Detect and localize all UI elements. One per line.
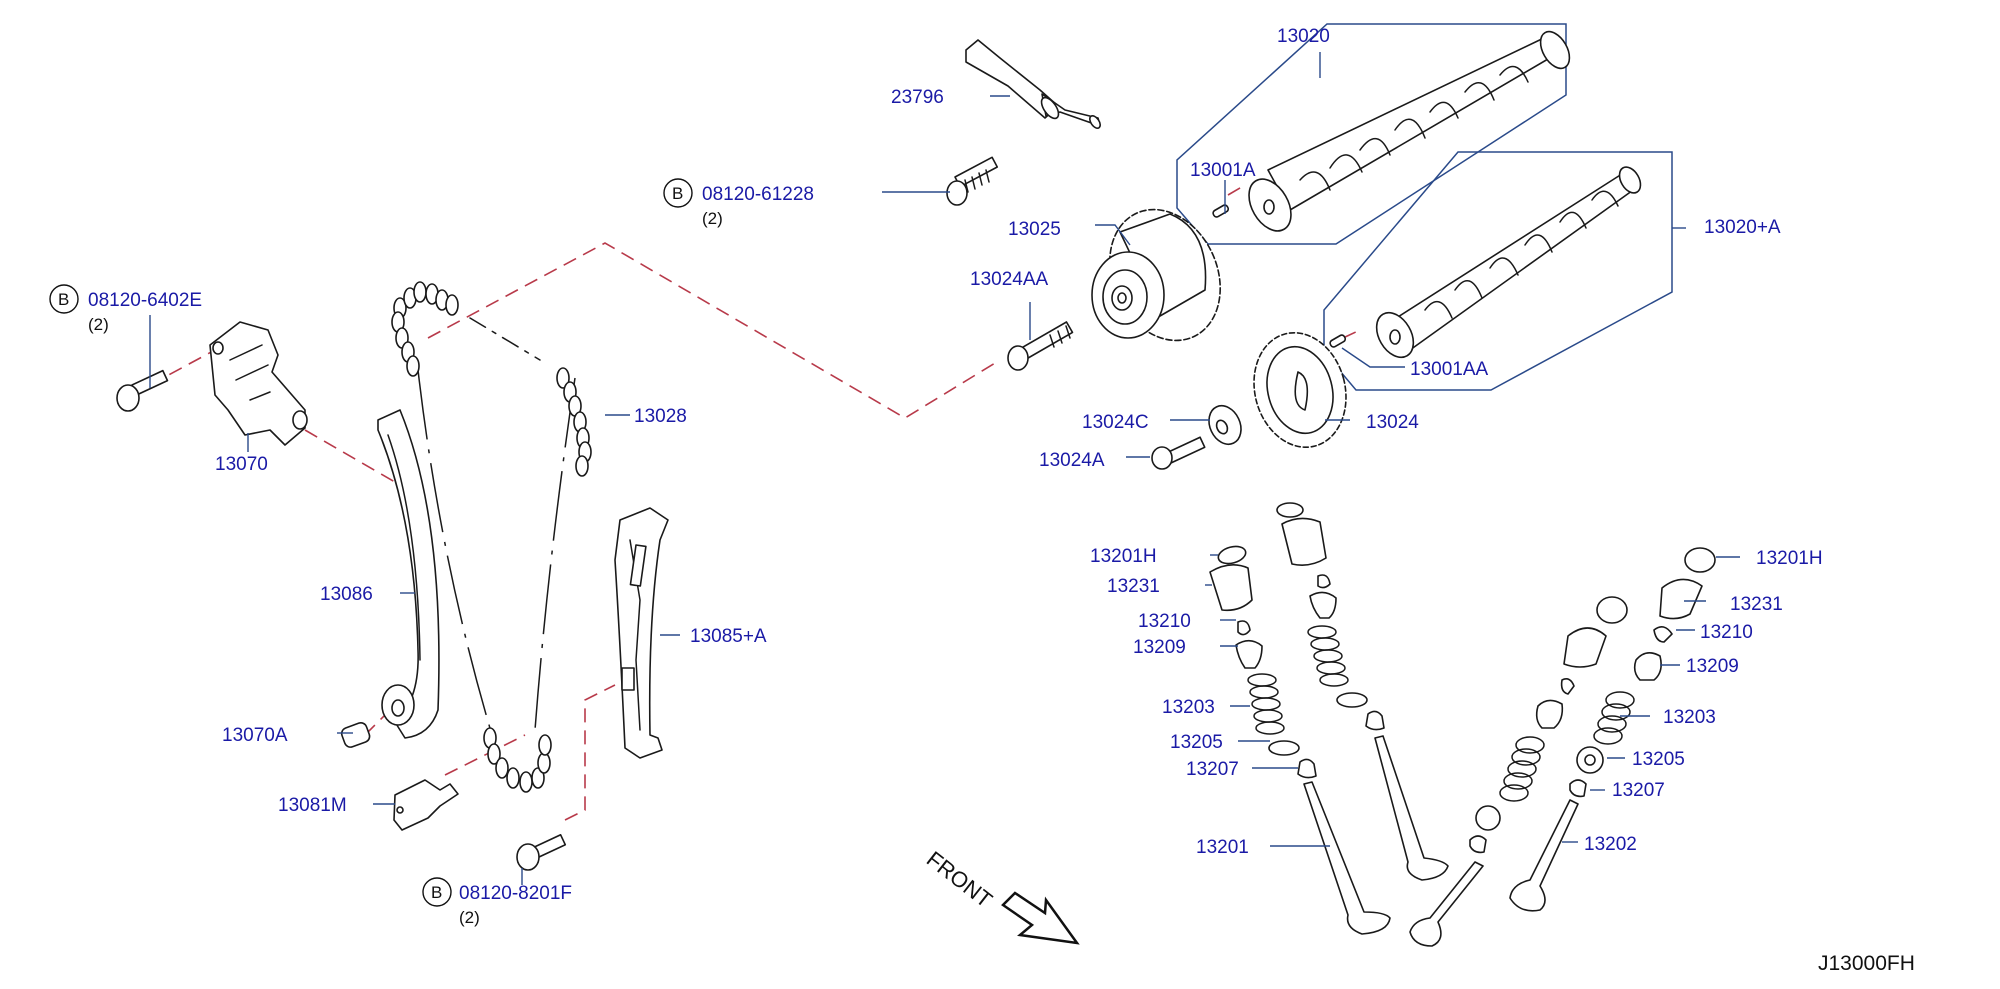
leader-lines — [149, 52, 1740, 885]
vtc-sprocket-13025[interactable] — [1089, 191, 1241, 358]
part-label-13201H-right[interactable]: 13201H — [1756, 548, 1823, 569]
diagram-code: J13000FH — [1818, 952, 1915, 975]
bolt-callout-08120-6402E: B 08120-6402E (2) — [49, 284, 202, 334]
bolt-quantity: (2) — [702, 209, 723, 228]
part-label-13028[interactable]: 13028 — [634, 406, 687, 427]
seal-13207-left[interactable] — [1297, 758, 1317, 779]
collet-13210-left[interactable] — [1237, 620, 1251, 636]
part-label-13001AA[interactable]: 13001AA — [1410, 359, 1489, 380]
camshaft-13020A[interactable] — [1369, 163, 1645, 363]
part-label-13070A[interactable]: 13070A — [222, 725, 288, 746]
spring-13203-right[interactable] — [1593, 691, 1635, 745]
sprocket-13024[interactable] — [1242, 322, 1359, 457]
bolt-part-number[interactable]: 08120-6402E — [88, 290, 202, 311]
part-label-13086[interactable]: 13086 — [320, 584, 373, 605]
camshaft-group-box-13020A — [1323, 151, 1673, 391]
front-label: FRONT — [922, 846, 997, 912]
part-label-13024AA[interactable]: 13024AA — [970, 269, 1049, 290]
part-label-13205-right[interactable]: 13205 — [1632, 749, 1685, 770]
part-label-13203-right[interactable]: 13203 — [1663, 707, 1716, 728]
part-label-13020A[interactable]: 13020+A — [1704, 217, 1781, 238]
collet-13210-right[interactable] — [1653, 626, 1673, 643]
valve-train-left — [1209, 502, 1449, 935]
tension-guide-13085A[interactable] — [614, 507, 669, 759]
part-label-13085A[interactable]: 13085+A — [690, 626, 767, 647]
part-label-23796[interactable]: 23796 — [891, 87, 944, 108]
part-label-13201[interactable]: 13201 — [1196, 837, 1249, 858]
part-label-13210-left[interactable]: 13210 — [1138, 611, 1191, 632]
valve-13202[interactable] — [1509, 799, 1579, 912]
part-label-13205-left[interactable]: 13205 — [1170, 732, 1223, 753]
retainer-13209-left[interactable] — [1235, 639, 1263, 669]
part-label-13020[interactable]: 13020 — [1277, 26, 1330, 47]
part-label-13024C[interactable]: 13024C — [1082, 412, 1149, 433]
pivot-bolt-13070A[interactable] — [340, 721, 371, 749]
shim-13201H-left[interactable] — [1216, 544, 1247, 567]
spring-13203-left[interactable] — [1247, 673, 1285, 735]
lifter-13231-right[interactable] — [1659, 578, 1703, 620]
lifter-13231-left[interactable] — [1209, 564, 1253, 612]
part-label-13231-right[interactable]: 13231 — [1730, 594, 1783, 615]
bolt-marker-b: B — [58, 290, 69, 309]
part-label-13202[interactable]: 13202 — [1584, 834, 1637, 855]
dowel-pin-13001A[interactable] — [1212, 204, 1230, 218]
bolt-callout-08120-61228: B 08120-61228 (2) — [663, 178, 814, 228]
camshaft-group-box-13020 — [1176, 23, 1567, 245]
bolt-13024A[interactable] — [1151, 436, 1206, 470]
tensioner-plunger-13081M[interactable] — [393, 779, 459, 831]
part-labels: 23796 13020 13001A 13025 13024AA 13020+A… — [215, 26, 1823, 858]
bolt-marker-b: B — [431, 883, 442, 902]
timing-chain-13028[interactable] — [391, 281, 592, 793]
bolt-part-number[interactable]: 08120-8201F — [459, 883, 572, 904]
part-label-13081M[interactable]: 13081M — [278, 795, 347, 816]
part-label-13001A[interactable]: 13001A — [1190, 160, 1256, 181]
seal-13207-right[interactable] — [1569, 779, 1587, 798]
vvt-solenoid-23796[interactable] — [965, 39, 1102, 130]
camshaft-13020[interactable] — [1240, 27, 1575, 239]
bolt-quantity: (2) — [88, 315, 109, 334]
bolt-part-number[interactable]: 08120-61228 — [702, 184, 814, 205]
bolt-08120-6402E[interactable] — [116, 369, 169, 412]
part-label-13070[interactable]: 13070 — [215, 454, 268, 475]
washer-13024C[interactable] — [1203, 401, 1247, 450]
shim-13201H-right[interactable] — [1684, 547, 1716, 573]
part-label-13209-right[interactable]: 13209 — [1686, 656, 1739, 677]
part-label-13231-left[interactable]: 13231 — [1107, 576, 1160, 597]
seat-13205-left[interactable] — [1268, 740, 1300, 756]
part-label-13025[interactable]: 13025 — [1008, 219, 1061, 240]
bolt-13024AA[interactable] — [1007, 321, 1074, 371]
bolt-08120-8201F[interactable] — [516, 833, 567, 871]
dowel-pin-13001AA[interactable] — [1329, 334, 1347, 348]
bolt-08120-61228[interactable] — [946, 156, 999, 206]
slack-guide-13086[interactable] — [377, 409, 440, 739]
part-label-13210-right[interactable]: 13210 — [1700, 622, 1753, 643]
front-arrow-icon — [1001, 891, 1080, 945]
retainer-13209-right[interactable] — [1633, 652, 1662, 681]
part-label-13203-left[interactable]: 13203 — [1162, 697, 1215, 718]
part-label-13201H-left[interactable]: 13201H — [1090, 546, 1157, 567]
part-label-13209-left[interactable]: 13209 — [1133, 637, 1186, 658]
part-label-13024[interactable]: 13024 — [1366, 412, 1419, 433]
front-direction-indicator: FRONT — [922, 846, 1080, 945]
chain-tensioner-13070[interactable] — [209, 321, 308, 446]
part-label-13207-right[interactable]: 13207 — [1612, 780, 1665, 801]
part-label-13024A[interactable]: 13024A — [1039, 450, 1105, 471]
part-label-13207-left[interactable]: 13207 — [1186, 759, 1239, 780]
bolt-marker-b: B — [672, 184, 683, 203]
bolt-callout-08120-8201F: B 08120-8201F (2) — [422, 877, 572, 927]
bolt-quantity: (2) — [459, 908, 480, 927]
valve-13201[interactable] — [1303, 781, 1391, 935]
assembly-guide-lines — [149, 184, 1361, 821]
valve-train-right — [1409, 547, 1716, 947]
